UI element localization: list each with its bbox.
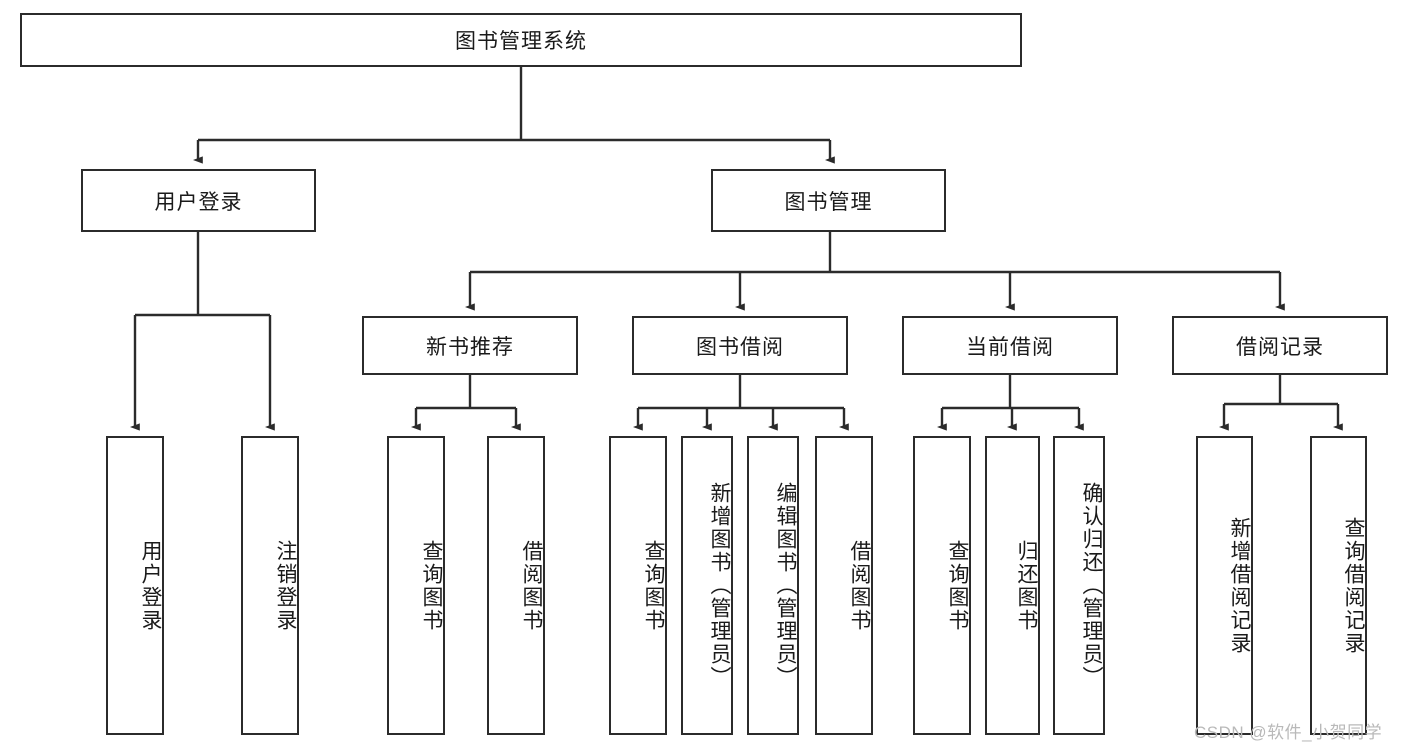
node-label: 查询图书: [642, 539, 665, 632]
watermark-text: CSDN @软件_小贺同学: [1194, 723, 1383, 742]
leaf-query-borrow-record[interactable]: 查询借阅记录: [1310, 436, 1367, 735]
node-label: 新增借阅记录: [1228, 516, 1251, 655]
node-label: 图书借阅: [696, 335, 784, 359]
node-new-book-recommend[interactable]: 新书推荐: [362, 316, 578, 375]
node-borrow-record[interactable]: 借阅记录: [1172, 316, 1388, 375]
node-label: 图书管理系统: [455, 30, 587, 53]
node-book-management[interactable]: 图书管理: [711, 169, 946, 232]
leaf-query-book-recommend[interactable]: 查询图书: [387, 436, 445, 735]
node-label: 查询图书: [420, 539, 443, 632]
node-label: 注销登录: [274, 539, 297, 632]
node-label: 用户登录: [139, 539, 162, 632]
node-label: 借阅图书: [848, 539, 871, 632]
leaf-edit-book-admin[interactable]: 编辑图书（管理员）: [747, 436, 799, 735]
leaf-return-book[interactable]: 归还图书: [985, 436, 1040, 735]
leaf-confirm-return-admin[interactable]: 确认归还（管理员）: [1053, 436, 1105, 735]
node-user-login[interactable]: 用户登录: [81, 169, 316, 232]
leaf-add-book-admin[interactable]: 新增图书（管理员）: [681, 436, 733, 735]
leaf-query-book-borrow[interactable]: 查询图书: [609, 436, 667, 735]
node-label: 图书管理: [784, 190, 873, 214]
leaf-query-book-current[interactable]: 查询图书: [913, 436, 971, 735]
node-label: 编辑图书（管理员）: [774, 482, 797, 689]
node-current-borrow[interactable]: 当前借阅: [902, 316, 1118, 375]
node-label: 查询借阅记录: [1342, 516, 1365, 655]
node-label: 查询图书: [946, 539, 969, 632]
node-label: 用户登录: [154, 190, 243, 214]
leaf-borrow-book[interactable]: 借阅图书: [815, 436, 873, 735]
node-root-system[interactable]: 图书管理系统: [20, 13, 1022, 67]
node-label: 新书推荐: [426, 335, 514, 359]
node-book-borrow[interactable]: 图书借阅: [632, 316, 848, 375]
node-label: 确认归还（管理员）: [1080, 482, 1103, 689]
leaf-user-login[interactable]: 用户登录: [106, 436, 164, 735]
node-label: 新增图书（管理员）: [708, 482, 731, 689]
node-label: 归还图书: [1015, 539, 1038, 632]
leaf-logout[interactable]: 注销登录: [241, 436, 299, 735]
node-label: 借阅记录: [1236, 335, 1324, 359]
node-label: 当前借阅: [966, 335, 1054, 359]
leaf-add-borrow-record[interactable]: 新增借阅记录: [1196, 436, 1253, 735]
leaf-borrow-book-recommend[interactable]: 借阅图书: [487, 436, 545, 735]
node-label: 借阅图书: [520, 539, 543, 632]
